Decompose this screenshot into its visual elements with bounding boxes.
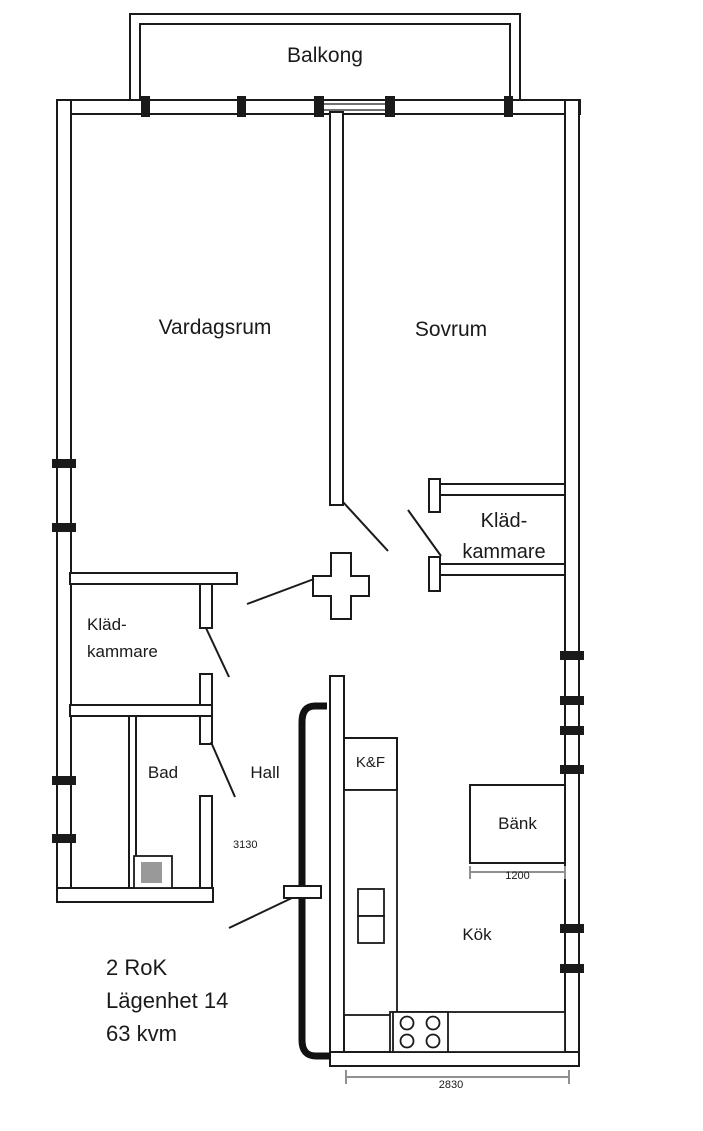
stove-burner [399, 1033, 415, 1049]
interior-walls [69, 111, 345, 1053]
bench-dim-bracket [469, 866, 566, 879]
stove-burner [425, 1033, 441, 1049]
balcony-door [318, 101, 390, 113]
stove-burner [399, 1015, 415, 1031]
entry-wall-stroke [283, 702, 331, 1060]
info-apartment: Lägenhet 14 [106, 988, 229, 1013]
dimension-hall: 3130 [233, 839, 258, 851]
closet-right-walls [428, 478, 566, 592]
room-label-closet-left: Kläd- kammare [87, 611, 158, 665]
room-label-bedroom: Sovrum [414, 318, 488, 341]
bathroom-fixtures [133, 855, 173, 889]
room-label-hall: Hall [250, 763, 280, 782]
dimension-brackets [345, 866, 570, 1084]
info-area: 63 kvm [106, 1021, 177, 1046]
sink-bottom [357, 915, 385, 944]
sink-top [357, 888, 385, 917]
closet-right-line1: Kläd- [480, 510, 528, 532]
room-label-living-room: Vardagsrum [158, 316, 272, 339]
chimney-cross [312, 552, 370, 620]
dimension-bench: 1200 [505, 870, 530, 882]
stove-box [392, 1011, 449, 1053]
apartment-info: 2 RoK Lägenhet 14 63 kvm [106, 951, 228, 1050]
room-label-closet-right: Kläd- kammare [440, 506, 568, 568]
room-label-bathroom: Bad [147, 763, 179, 782]
closet-left-line1: Kläd- [87, 615, 127, 634]
label-fridge-freezer: K&F [355, 754, 386, 771]
window-marks [52, 96, 584, 973]
door-swings [205, 501, 442, 929]
balcony-walls [129, 13, 521, 100]
kitchen-dim-bracket [345, 1070, 570, 1084]
bathroom-appliance-inner [141, 862, 162, 883]
label-bench: Bänk [498, 814, 537, 833]
info-type: 2 RoK [106, 955, 168, 980]
bench-box [469, 784, 566, 864]
room-label-balcony: Balkong [287, 44, 363, 67]
room-label-kitchen: Kök [462, 925, 492, 944]
closet-right-line2: kammare [462, 541, 546, 563]
kitchen-fixtures [343, 737, 566, 1053]
fridge-freezer-box [343, 737, 398, 791]
closet-left-line2: kammare [87, 642, 158, 661]
dimension-kitchen: 2830 [438, 1079, 464, 1091]
stove-burner [425, 1015, 441, 1031]
